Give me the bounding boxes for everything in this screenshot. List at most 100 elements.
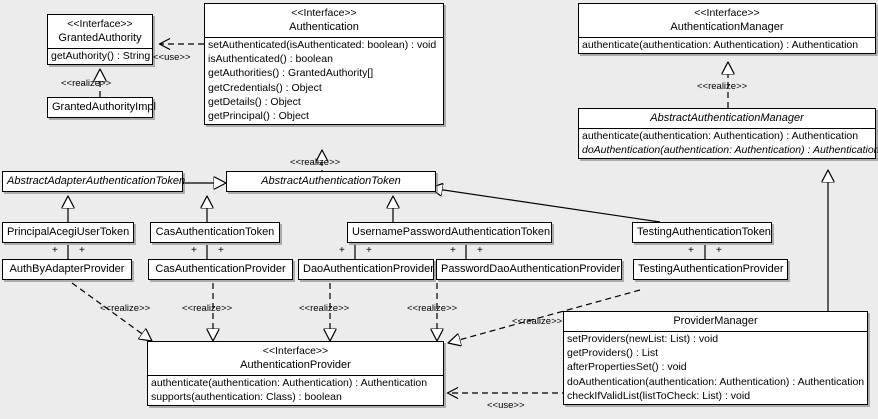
stereotype-label: <<Interface>> bbox=[67, 18, 133, 30]
class-member: doAuthentication(authentication: Authent… bbox=[567, 375, 865, 388]
assoc-plus-mark: + bbox=[191, 245, 197, 256]
class-name: GrantedAuthorityImpl bbox=[52, 101, 156, 113]
assoc-plus-mark: + bbox=[450, 245, 456, 256]
class-name: DaoAuthenticationProvider bbox=[303, 263, 434, 275]
class-member: getDetails() : Object bbox=[208, 95, 301, 108]
class-auth-by-adapter-provider[interactable]: AuthByAdapterProvider bbox=[2, 259, 132, 280]
class-name-compartment: <<Interface>> AuthenticationManager bbox=[579, 4, 875, 38]
edge-label-realize-testingauthenticationprovider: <<realize>> bbox=[512, 316, 563, 327]
class-name: AbstractAuthenticationManager bbox=[650, 112, 804, 124]
assoc-plus-mark: + bbox=[79, 245, 85, 256]
stereotype-label: <<Interface>> bbox=[694, 7, 760, 19]
class-member: isAuthenticated() : boolean bbox=[208, 53, 333, 66]
class-name: TestingAuthenticationProvider bbox=[638, 263, 784, 275]
assoc-plus-mark: + bbox=[716, 245, 722, 256]
class-name-compartment: AbstractAuthenticationToken bbox=[227, 172, 435, 191]
class-member: setAuthenticated(isAuthenticated: boolea… bbox=[208, 39, 437, 51]
class-name-compartment: ProviderManager bbox=[564, 312, 867, 332]
class-name: AuthByAdapterProvider bbox=[9, 263, 125, 275]
class-name: PrincipalAcegiUserToken bbox=[7, 226, 130, 238]
class-member: getPrincipal() : Object bbox=[208, 110, 309, 123]
class-name: CasAuthenticationProvider bbox=[155, 263, 286, 275]
edge-label-realize-abstractauthenticationtoken: <<realize>> bbox=[290, 157, 341, 168]
stereotype-label: <<Interface>> bbox=[291, 7, 357, 19]
class-member: afterPropertiesSet() : void bbox=[567, 361, 687, 374]
class-member: getAuthorities() : GrantedAuthority[] bbox=[208, 67, 374, 80]
class-cas-authentication-provider[interactable]: CasAuthenticationProvider bbox=[148, 259, 293, 280]
class-granted-authority-impl[interactable]: GrantedAuthorityImpl bbox=[47, 97, 156, 118]
class-members: setProviders(newList: List) : void getPr… bbox=[564, 332, 867, 404]
class-members: authenticate(authentication: Authenticat… bbox=[148, 376, 443, 405]
class-authentication-provider[interactable]: <<Interface>> AuthenticationProvider aut… bbox=[147, 341, 444, 407]
edge-label-realize-passworddaoauthenticationprovider: <<realize>> bbox=[407, 303, 458, 314]
class-abstract-authentication-manager[interactable]: AbstractAuthenticationManager authentica… bbox=[578, 108, 878, 160]
class-name-compartment: TestingAuthenticationToken bbox=[633, 223, 771, 242]
class-name: PasswordDaoAuthenticationProvider bbox=[441, 263, 621, 275]
class-member: getAuthority() : String bbox=[51, 50, 151, 62]
class-members: getAuthority() : String bbox=[48, 49, 152, 64]
class-name: AbstractAuthenticationToken bbox=[261, 175, 401, 187]
edge-generalize-testingauthenticationtoken bbox=[430, 188, 661, 223]
class-authentication-manager[interactable]: <<Interface>> AuthenticationManager auth… bbox=[578, 3, 876, 55]
class-name-compartment: PasswordDaoAuthenticationProvider bbox=[437, 260, 621, 279]
class-member: getProviders() : List bbox=[567, 347, 659, 360]
class-testing-authentication-provider[interactable]: TestingAuthenticationProvider bbox=[633, 259, 788, 280]
edge-label-realize-daoauthenticationprovider: <<realize>> bbox=[299, 303, 350, 314]
class-name: TestingAuthenticationToken bbox=[637, 226, 771, 238]
class-member: authenticate(authentication: Authenticat… bbox=[151, 377, 428, 389]
class-members: authenticate(authentication: Authenticat… bbox=[579, 38, 875, 53]
class-name-compartment: PrincipalAcegiUserToken bbox=[3, 223, 133, 242]
class-authentication[interactable]: <<Interface>> Authentication setAuthenti… bbox=[204, 3, 444, 126]
edge-label-use-providermanager: <<use>> bbox=[487, 400, 525, 411]
edge-label-realize-authbyadapterprovider: <<realize>> bbox=[100, 303, 151, 314]
class-name-compartment: UsernamePasswordAuthenticationToken bbox=[348, 223, 551, 242]
edge-label-realize-abstractauthenticationmanager: <<realize>> bbox=[697, 81, 748, 92]
class-members: setAuthenticated(isAuthenticated: boolea… bbox=[205, 38, 443, 124]
class-member: doAuthentication(authentication: Authent… bbox=[582, 144, 878, 157]
class-cas-authentication-token[interactable]: CasAuthenticationToken bbox=[150, 222, 280, 243]
class-name-compartment: <<Interface>> AuthenticationProvider bbox=[148, 342, 443, 376]
class-name-compartment: CasAuthenticationProvider bbox=[149, 260, 292, 279]
stereotype-label: <<Interface>> bbox=[262, 345, 329, 357]
assoc-plus-mark: + bbox=[688, 245, 694, 256]
class-name-compartment: TestingAuthenticationProvider bbox=[634, 260, 787, 279]
assoc-plus-mark: + bbox=[218, 245, 224, 256]
class-name-compartment: DaoAuthenticationProvider bbox=[299, 260, 434, 279]
class-testing-authentication-token[interactable]: TestingAuthenticationToken bbox=[632, 222, 772, 243]
class-member: authenticate(authentication: Authenticat… bbox=[582, 39, 859, 51]
class-name: AuthenticationProvider bbox=[240, 359, 351, 371]
class-member: setProviders(newList: List) : void bbox=[567, 333, 719, 345]
class-name: CasAuthenticationToken bbox=[155, 226, 275, 238]
class-provider-manager[interactable]: ProviderManager setProviders(newList: Li… bbox=[563, 311, 868, 406]
class-member: supports(authentication: Class) : boolea… bbox=[151, 391, 342, 404]
class-members: authenticate(authentication: Authenticat… bbox=[579, 129, 878, 158]
class-name-compartment: AbstractAdapterAuthenticationToken bbox=[3, 172, 186, 191]
assoc-plus-mark: + bbox=[366, 245, 372, 256]
class-principal-acegi-user-token[interactable]: PrincipalAcegiUserToken bbox=[2, 222, 134, 243]
class-dao-authentication-provider[interactable]: DaoAuthenticationProvider bbox=[298, 259, 434, 280]
edge-label-realize-grantedauthorityimpl: <<realize>> bbox=[61, 78, 112, 89]
class-abstract-authentication-token[interactable]: AbstractAuthenticationToken bbox=[226, 171, 436, 192]
class-member: getCredentials() : Object bbox=[208, 81, 322, 94]
class-name-compartment: <<Interface>> Authentication bbox=[205, 4, 443, 38]
class-name: AbstractAdapterAuthenticationToken bbox=[7, 175, 186, 187]
class-granted-authority[interactable]: <<Interface>> GrantedAuthority getAuthor… bbox=[47, 14, 153, 66]
class-member: checkIfValidList(listToCheck: List) : vo… bbox=[567, 389, 751, 402]
assoc-plus-mark: + bbox=[52, 245, 58, 256]
class-name: Authentication bbox=[289, 21, 359, 33]
edge-label-use-grantedauthority: <<use>> bbox=[153, 52, 191, 63]
class-name: UsernamePasswordAuthenticationToken bbox=[352, 226, 551, 238]
class-name-compartment: <<Interface>> GrantedAuthority bbox=[48, 15, 152, 49]
class-username-password-authentication-token[interactable]: UsernamePasswordAuthenticationToken bbox=[347, 222, 552, 243]
assoc-plus-mark: + bbox=[339, 245, 345, 256]
assoc-plus-mark: + bbox=[477, 245, 483, 256]
class-name-compartment: AbstractAuthenticationManager bbox=[579, 109, 875, 129]
class-name-compartment: GrantedAuthorityImpl bbox=[48, 98, 156, 117]
class-name: ProviderManager bbox=[673, 315, 758, 327]
class-password-dao-authentication-provider[interactable]: PasswordDaoAuthenticationProvider bbox=[436, 259, 622, 280]
class-name-compartment: CasAuthenticationToken bbox=[151, 223, 279, 242]
class-abstract-adapter-authentication-token[interactable]: AbstractAdapterAuthenticationToken bbox=[2, 171, 186, 192]
class-name: GrantedAuthority bbox=[58, 32, 142, 44]
class-member: authenticate(authentication: Authenticat… bbox=[582, 130, 859, 142]
